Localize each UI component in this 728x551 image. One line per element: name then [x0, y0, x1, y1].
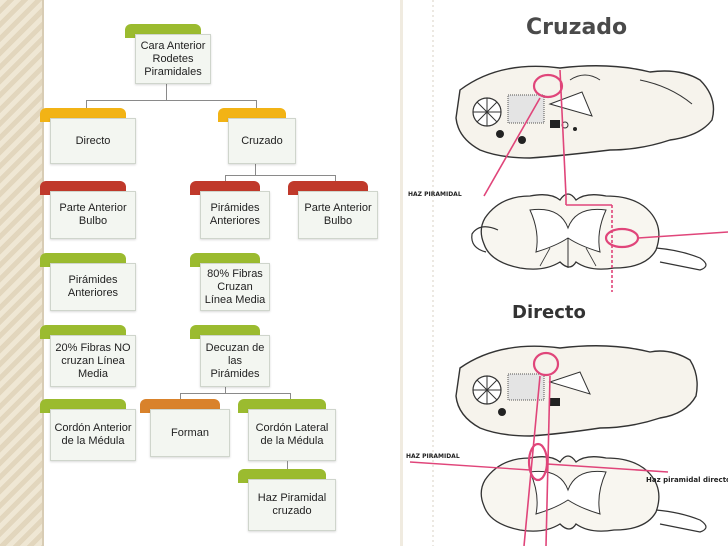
cruzado-decuzan-node: Decuzan de las Pirámides: [190, 325, 270, 387]
directo-parte-anterior-bulbo-label: Parte Anterior Bulbo: [50, 191, 136, 239]
directo-fibras-label: 20% Fibras NO cruzan Línea Media: [50, 335, 136, 387]
connector: [225, 175, 226, 181]
directo-cordon-node: Cordón Anterior de la Médula: [40, 399, 136, 461]
anatomy-figures-svg: Cruzado HAZ PIRAMIDAL Directo: [400, 0, 728, 547]
connector: [225, 175, 335, 176]
connector: [287, 461, 288, 471]
cruzado-forman-label: Forman: [150, 409, 230, 457]
bottom-haz-label-right: Haz piramidal directo: [646, 476, 728, 484]
directo-fibras-node: 20% Fibras NO cruzan Línea Media: [40, 325, 136, 387]
connector: [290, 393, 291, 399]
connector: [256, 100, 257, 108]
anatomy-figures: Cruzado HAZ PIRAMIDAL Directo: [400, 0, 728, 547]
cruzado-cordon-lateral-label: Cordón Lateral de la Médula: [248, 409, 336, 461]
root-node: Cara Anterior Rodetes Piramidales: [125, 24, 211, 84]
cruzado-haz-node: Haz Piramidal cruzado: [238, 469, 336, 531]
connector: [335, 175, 336, 181]
cruzado-node-label: Cruzado: [228, 118, 296, 164]
cruzado-cordon-lateral-node: Cordón Lateral de la Médula: [238, 399, 336, 461]
connector: [255, 163, 256, 175]
cruzado-bulbo-label: Parte Anterior Bulbo: [298, 191, 378, 239]
top-haz-label: HAZ PIRAMIDAL: [408, 191, 462, 198]
directo-cordon-label: Cordón Anterior de la Médula: [50, 409, 136, 461]
bottom-highlight-ellipse: [532, 351, 560, 377]
connector: [180, 393, 181, 399]
directo-piramides-label: Pirámides Anteriores: [50, 263, 136, 311]
cruzado-decuzan-label: Decuzan de las Pirámides: [200, 335, 270, 387]
cruzado-haz-label: Haz Piramidal cruzado: [248, 479, 336, 531]
connector: [180, 393, 290, 394]
directo-parte-anterior-bulbo-node: Parte Anterior Bulbo: [40, 181, 136, 239]
bottom-anterior-ellipse: [527, 442, 549, 482]
hierarchy-diagram: Cara Anterior Rodetes Piramidales Direct…: [40, 24, 378, 531]
top-title: Cruzado: [526, 15, 627, 40]
root-node-label: Cara Anterior Rodetes Piramidales: [135, 34, 211, 84]
cruzado-forman-node: Forman: [140, 399, 230, 457]
decorative-stripe: [0, 0, 42, 546]
bottom-title: Directo: [512, 302, 586, 323]
directo-node-label: Directo: [50, 118, 136, 164]
directo-piramides-node: Pirámides Anteriores: [40, 253, 136, 311]
texture-patch: [507, 94, 545, 124]
connector: [225, 385, 226, 393]
brainstem-section-bottom: [455, 345, 698, 437]
stripe-divider: [42, 0, 44, 546]
connector: [86, 100, 87, 108]
cruzado-fibras-label: 80% Fibras Cruzan Línea Media: [200, 263, 270, 311]
directo-node: Directo: [40, 108, 136, 164]
cruzado-bulbo-node: Parte Anterior Bulbo: [288, 181, 378, 239]
connector: [166, 83, 167, 100]
cruzado-fibras-node: 80% Fibras Cruzan Línea Media: [190, 253, 270, 311]
cruzado-piramides-label: Pirámides Anteriores: [200, 191, 270, 239]
cruzado-node: Cruzado: [218, 108, 296, 164]
bottom-haz-label-left: HAZ PIRAMIDAL: [406, 453, 460, 460]
cruzado-piramides-node: Pirámides Anteriores: [190, 181, 270, 239]
top-highlight-ellipse: [532, 73, 564, 99]
connector: [86, 100, 256, 101]
